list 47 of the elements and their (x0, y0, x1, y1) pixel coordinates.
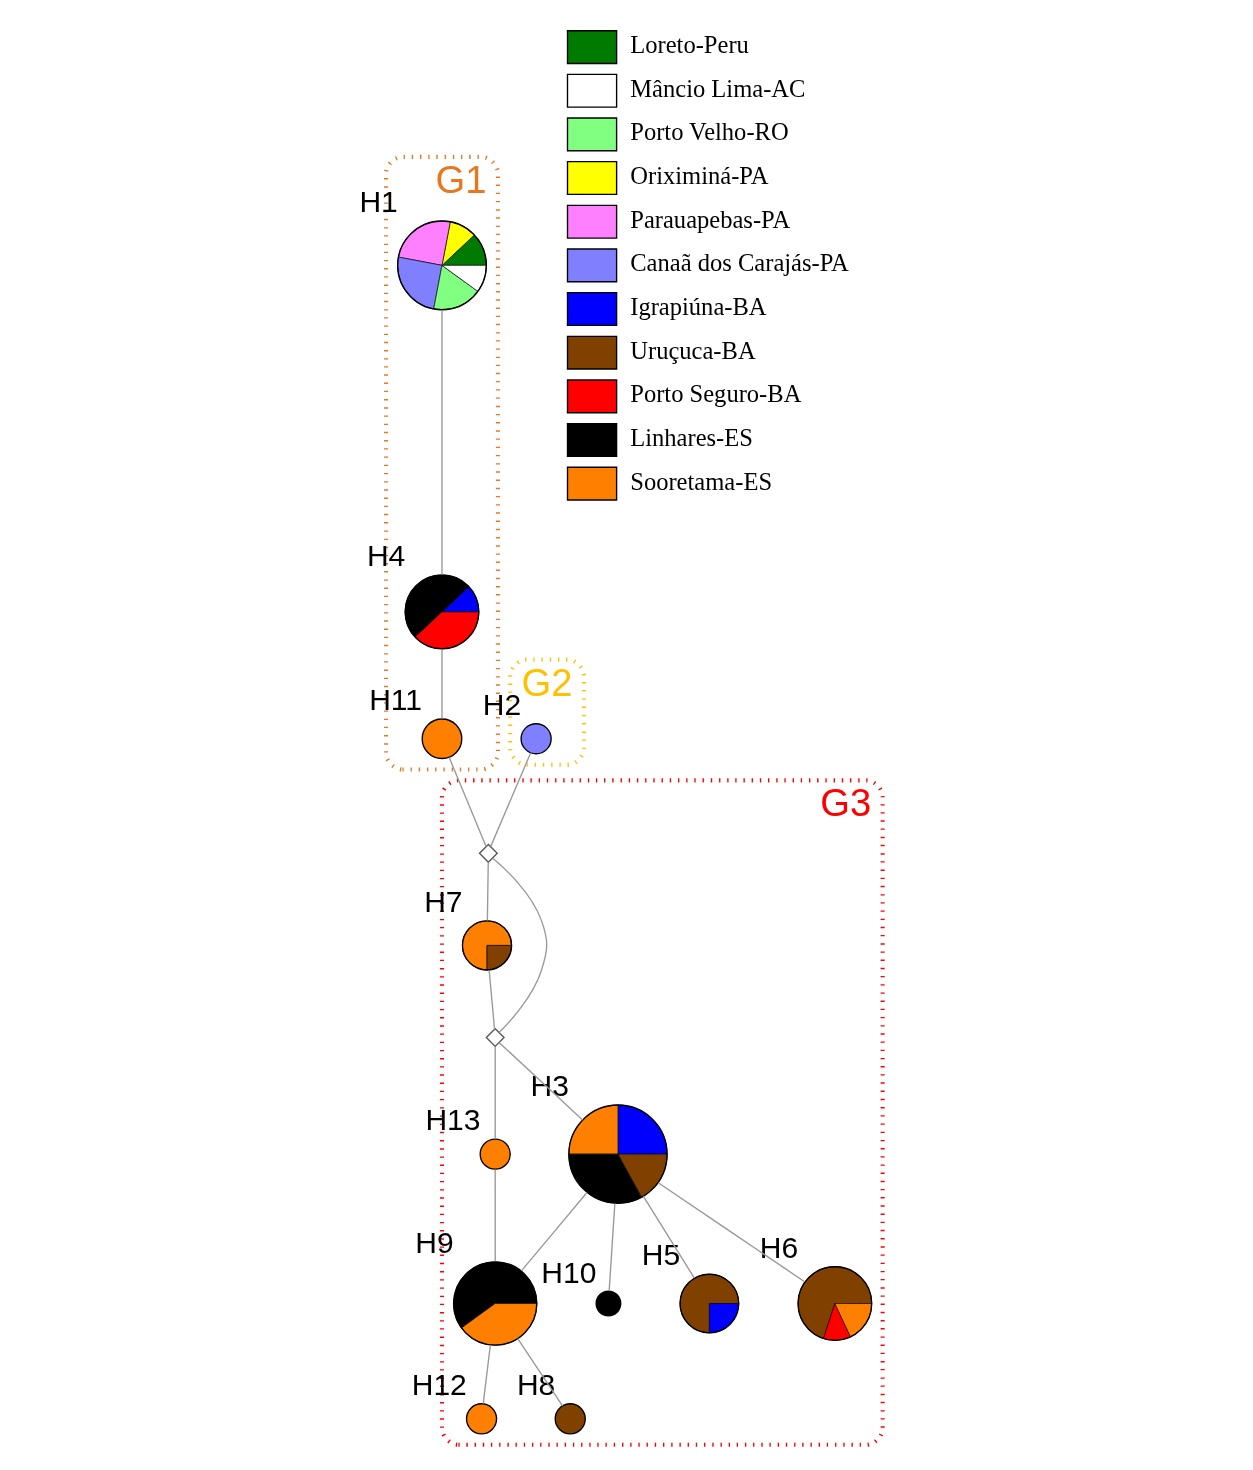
legend-label: Porto Seguro-BA (630, 380, 802, 408)
connector (441, 309, 443, 576)
connector (657, 1182, 806, 1283)
connector (608, 1202, 616, 1292)
connector (494, 1168, 496, 1263)
connector (642, 1195, 695, 1279)
node-label: H11 (369, 683, 423, 717)
legend-label: Canaã dos Carajás-PA (630, 249, 849, 277)
node-label: H12 (411, 1368, 467, 1402)
connector (441, 648, 443, 720)
node-circle (421, 718, 463, 760)
node-diamond (485, 1027, 506, 1048)
node-label: H1 (359, 185, 398, 219)
node-label: H8 (516, 1368, 556, 1402)
node-circle (479, 1138, 511, 1170)
node-circle (465, 1403, 498, 1435)
node-circle (595, 1290, 622, 1317)
connector (492, 857, 548, 1034)
node-label: H3 (530, 1069, 569, 1103)
node-circle (554, 1403, 586, 1435)
legend-label: Sooretama-ES (630, 467, 773, 495)
legend-label: Oriximiná-PA (630, 162, 769, 190)
connector (520, 1191, 588, 1272)
connector (498, 1042, 584, 1121)
node-label: H5 (641, 1238, 681, 1272)
connector (517, 1338, 564, 1407)
node-circle (520, 723, 552, 755)
connector (494, 1046, 496, 1140)
connector (448, 756, 487, 848)
node-label: H7 (424, 885, 463, 919)
legend-label: Parauapebas-PA (630, 205, 791, 233)
connector (488, 969, 496, 1030)
node-label: H9 (415, 1226, 454, 1260)
node-label: H4 (366, 539, 406, 573)
connector (482, 1344, 492, 1405)
legend-label: Loreto-Peru (630, 31, 749, 59)
node-label: H6 (759, 1230, 799, 1264)
connector (486, 861, 489, 922)
legend-label: Linhares-ES (630, 423, 753, 451)
legend-label: Mâncio Lima-AC (630, 74, 806, 102)
connector (490, 752, 532, 848)
legend-label: Porto Velho-RO (630, 118, 789, 146)
node-label: H10 (541, 1255, 597, 1289)
node-diamond (478, 843, 499, 864)
node-label: H13 (425, 1103, 481, 1137)
legend-label: Igrapiúna-BA (630, 293, 767, 321)
legend-label: Uruçuca-BA (630, 336, 756, 364)
